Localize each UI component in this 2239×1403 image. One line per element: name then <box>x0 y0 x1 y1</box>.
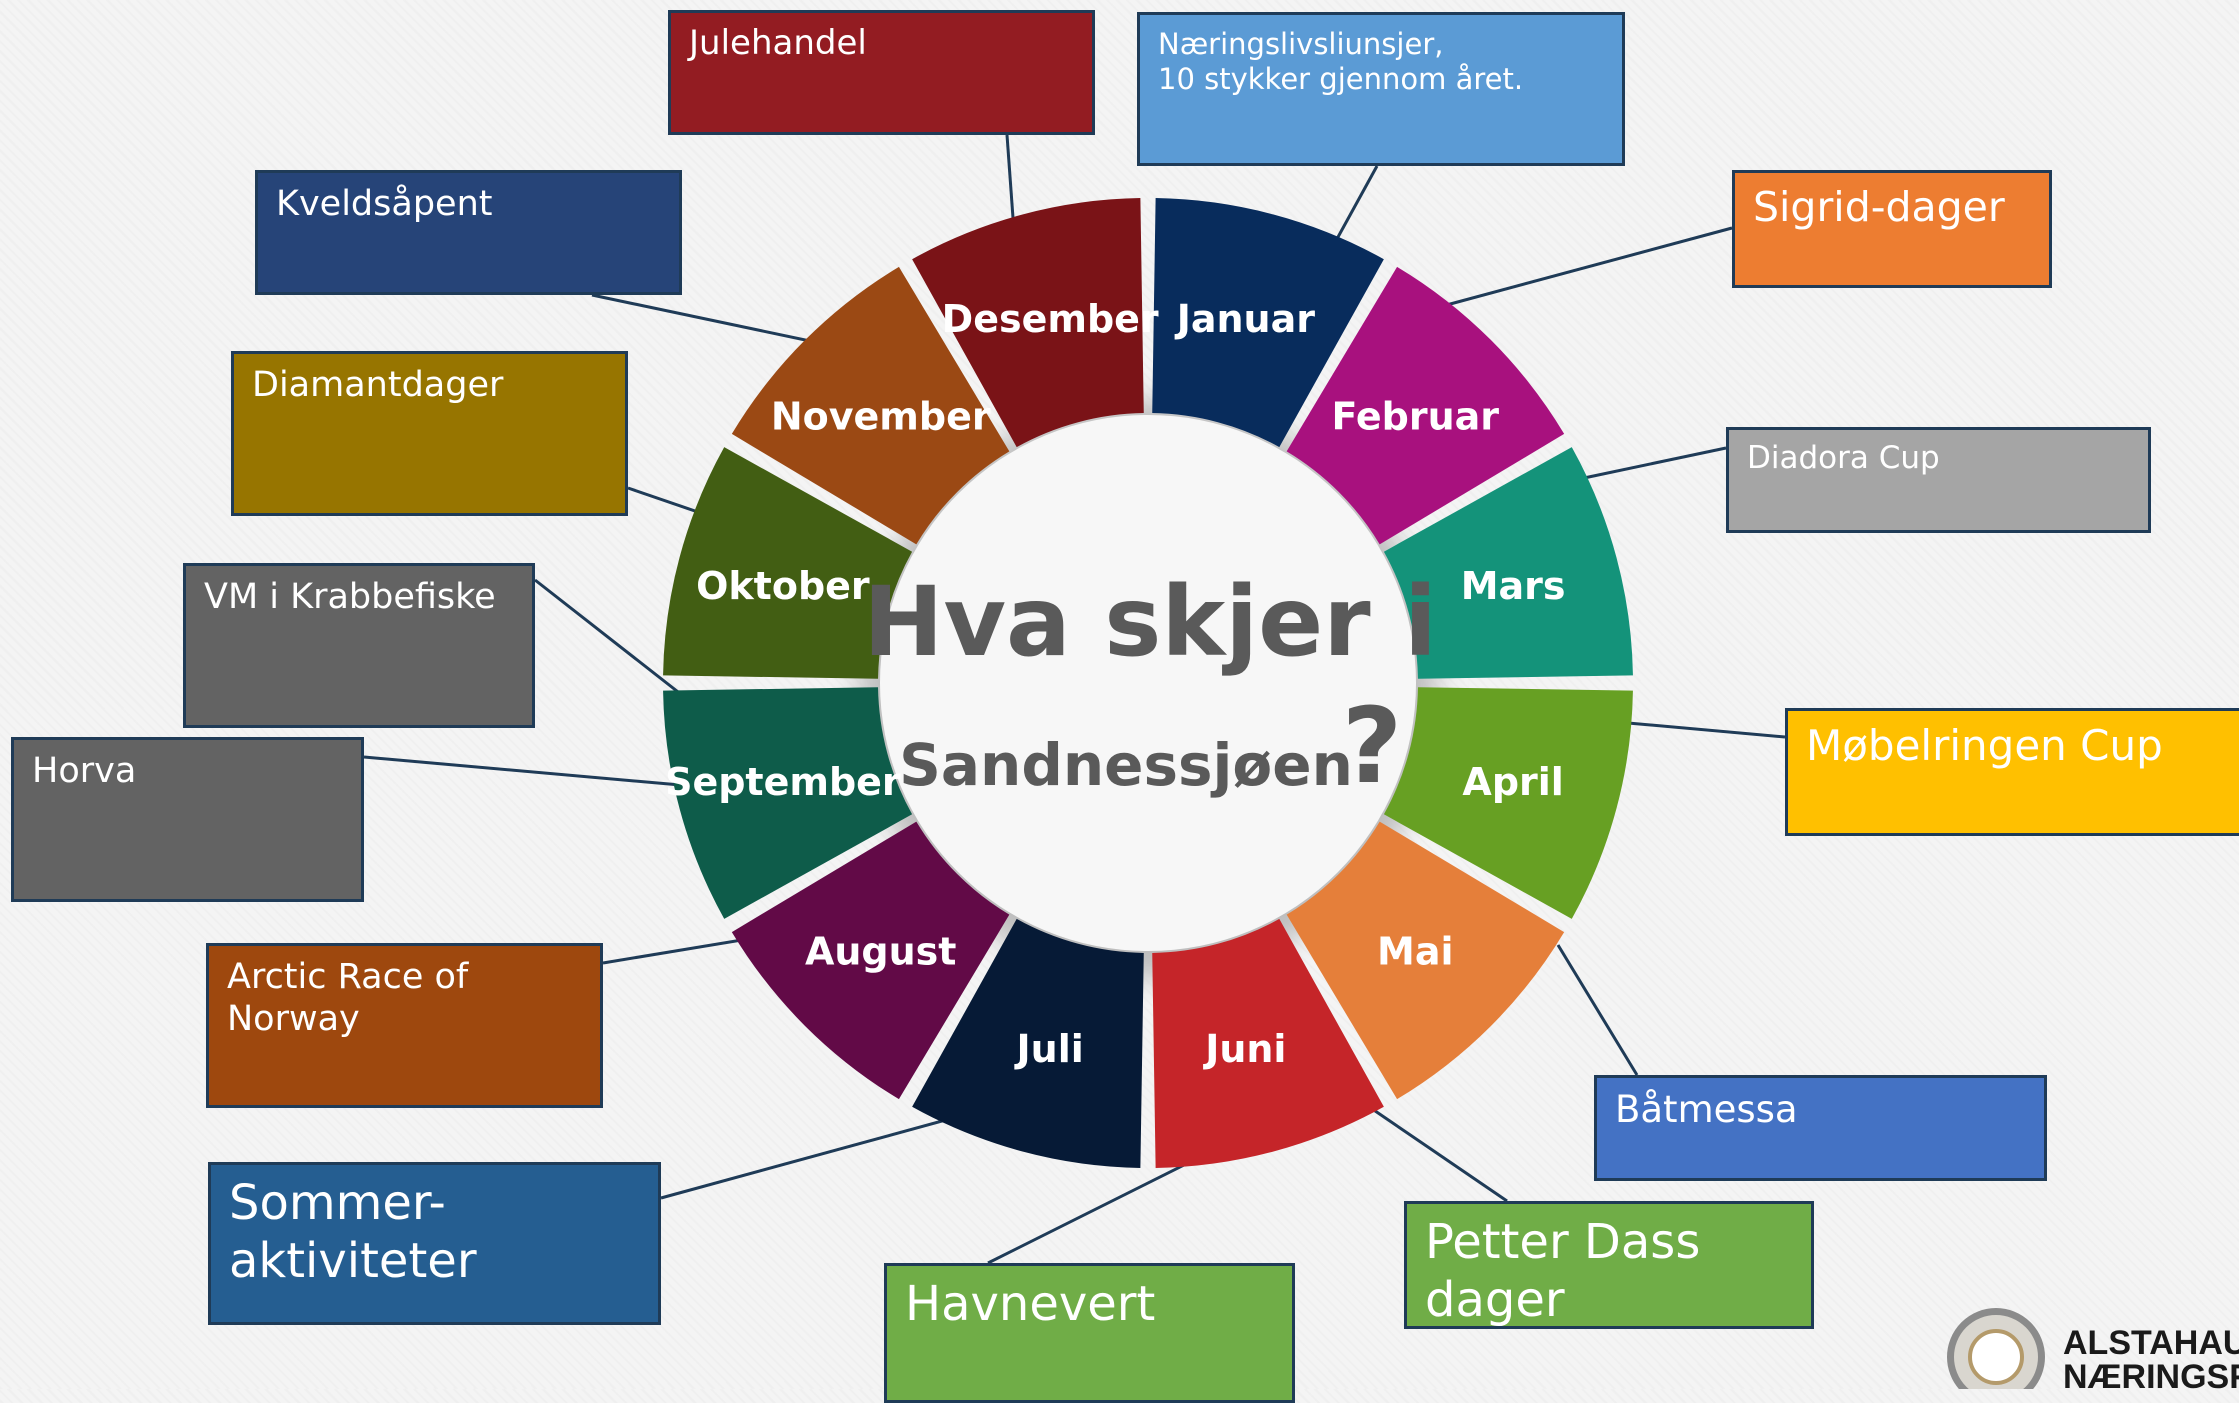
title-line-2: Sandnessjøen <box>899 731 1353 799</box>
event-arctic-race: Arctic Race of Norway <box>206 943 603 1108</box>
month-label-mai: Mai <box>1377 929 1453 973</box>
month-segment-oktober <box>663 447 913 679</box>
event-diadora-cup: Diadora Cup <box>1726 427 2151 533</box>
month-label-august: August <box>805 929 957 973</box>
event-mobelringen-cup: Møbelringen Cup <box>1785 708 2239 836</box>
title-question-mark: ? <box>1342 685 1402 807</box>
event-sommeraktiviteter: Sommer- aktiviteter <box>208 1162 661 1325</box>
title-line-1: Hva skjer i <box>863 566 1437 678</box>
logo-emblem-icon <box>1947 1308 2045 1389</box>
month-label-desember: Desember <box>942 297 1159 341</box>
month-label-november: November <box>771 395 991 439</box>
month-segment-april <box>1383 687 1633 919</box>
event-horva: Horva <box>11 737 364 902</box>
event-petter-dass: Petter Dass dager <box>1404 1201 1814 1329</box>
month-segment-mai <box>1286 821 1565 1100</box>
month-label-juli: Juli <box>1014 1027 1084 1071</box>
month-label-september: September <box>665 760 901 804</box>
month-segment-september <box>663 687 913 919</box>
event-sigrid-dager: Sigrid-dager <box>1732 170 2052 288</box>
center-disc <box>880 415 1416 951</box>
alstahaug-logo: ALSTAHAUG NÆRINGSFORUM <box>1935 1300 2239 1389</box>
month-segment-februar <box>1286 266 1565 545</box>
event-vm-krabbefiske: VM i Krabbefiske <box>183 563 535 728</box>
center-title: Hva skjer i Sandnessjøen ? <box>863 566 1437 807</box>
month-segment-august <box>731 821 1010 1100</box>
connector-line <box>1361 1100 1508 1203</box>
connector-line <box>1583 446 1727 480</box>
month-segment-januar <box>1152 198 1384 448</box>
event-julehandel: Julehandel <box>668 10 1095 135</box>
month-label-oktober: Oktober <box>696 564 870 608</box>
event-havnevert: Havnevert <box>884 1263 1295 1403</box>
month-segment-juli <box>912 918 1144 1168</box>
month-segment-mars <box>1383 447 1633 679</box>
logo-text: ALSTAHAUG NÆRINGSFORUM <box>2063 1324 2239 1389</box>
connector-line <box>363 755 704 789</box>
event-batmessa: Båtmessa <box>1594 1075 2047 1181</box>
event-diamantdager: Diamantdager <box>231 351 628 516</box>
connector-line <box>1427 226 1733 312</box>
month-segment-november <box>731 266 1010 545</box>
month-segment-juni <box>1152 918 1384 1168</box>
event-naeringslivslunsjer: Næringslivsliunsjer, 10 stykker gjennom … <box>1137 12 1625 166</box>
month-label-juni: Juni <box>1202 1027 1286 1071</box>
month-label-februar: Februar <box>1331 395 1499 439</box>
month-label-april: April <box>1462 760 1563 804</box>
connector-line <box>1556 944 1639 1076</box>
tree-icon <box>1968 1329 2024 1385</box>
month-label-mars: Mars <box>1461 564 1566 608</box>
month-label-januar: Januar <box>1174 297 1316 341</box>
connector-line <box>1627 721 1786 739</box>
event-kveldsapent: Kveldsåpent <box>255 170 682 295</box>
month-segment-desember <box>912 198 1144 448</box>
